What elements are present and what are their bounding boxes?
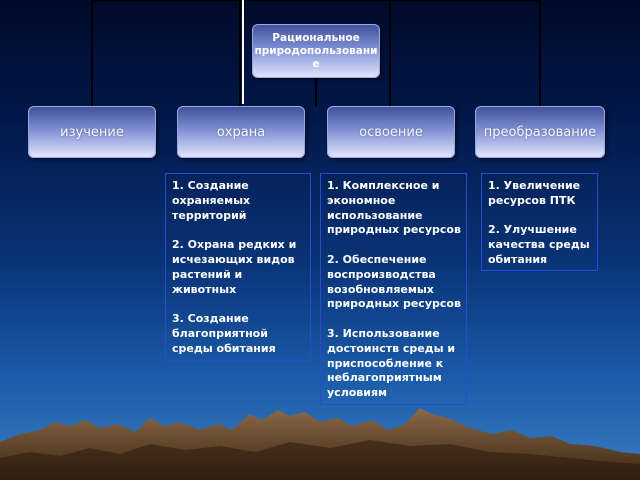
category-okhrana: охрана xyxy=(177,106,305,158)
category-izuchenie: изучение xyxy=(28,106,156,158)
category-label: охрана xyxy=(216,124,266,140)
panel-preobrazovanie: 1. Увеличение ресурсов ПТК 2. Улучшение … xyxy=(481,173,598,271)
category-osvoenie: освоение xyxy=(327,106,455,158)
category-label: освоение xyxy=(359,124,423,140)
root-node: Рациональное природопользовани е xyxy=(252,24,380,78)
mountains-image xyxy=(0,408,640,480)
category-preobrazovanie: преобразование xyxy=(475,106,605,158)
panel-osvoenie: 1. Комплексное и экономное использование… xyxy=(320,173,467,405)
category-label: преобразование xyxy=(483,124,597,140)
panel-okhrana: 1. Создание охраняемых территорий 2. Охр… xyxy=(165,173,311,361)
category-label: изучение xyxy=(60,124,124,140)
root-node-label: Рациональное природопользовани е xyxy=(254,31,378,70)
